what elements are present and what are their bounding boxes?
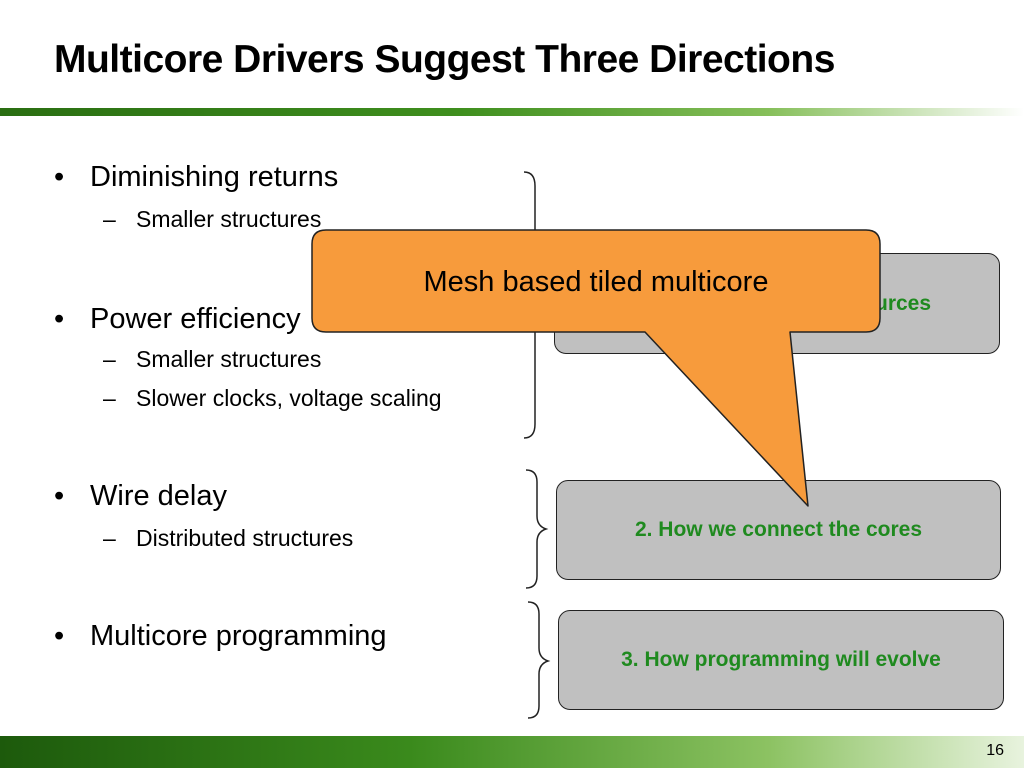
sub-bullet-text: Distributed structures	[136, 525, 354, 551]
direction-box-2-label: 2. How we connect the cores	[634, 518, 923, 541]
bullet-marker: •	[54, 161, 65, 193]
slide-title: Multicore Drivers Suggest Three Directio…	[54, 38, 835, 81]
bullet-marker: •	[54, 480, 65, 512]
bullet-text: Multicore programming	[90, 620, 387, 652]
sub-bullet-text: Slower clocks, voltage scaling	[136, 385, 442, 411]
sub-bullet-smaller-structures: – Smaller structures	[103, 206, 322, 233]
bullet-marker: •	[54, 620, 65, 652]
sub-bullet-distributed-structures: – Distributed structures	[103, 525, 354, 552]
callout-bubble	[311, 229, 881, 507]
sub-bullet-marker: –	[103, 385, 116, 411]
direction-box-1-label: urces	[875, 292, 932, 315]
footer-bar	[0, 736, 1024, 768]
sub-bullet-smaller-structures-2: – Smaller structures	[103, 346, 322, 373]
brace-middle	[525, 469, 549, 589]
sub-bullet-marker: –	[103, 525, 116, 551]
sub-bullet-text: Smaller structures	[136, 206, 322, 232]
direction-box-3: 3. How programming will evolve	[558, 610, 1004, 710]
sub-bullet-slower-clocks: – Slower clocks, voltage scaling	[103, 385, 442, 412]
sub-bullet-marker: –	[103, 346, 116, 372]
bullet-wire-delay: • Wire delay	[54, 480, 227, 513]
brace-bottom	[527, 601, 551, 719]
bullet-multicore-programming: • Multicore programming	[54, 620, 387, 653]
bullet-text: Power efficiency	[90, 303, 301, 335]
bullet-power-efficiency: • Power efficiency	[54, 303, 301, 336]
direction-box-3-label: 3. How programming will evolve	[621, 648, 941, 671]
bullet-marker: •	[54, 303, 65, 335]
sub-bullet-text: Smaller structures	[136, 346, 322, 372]
bullet-text: Wire delay	[90, 480, 227, 512]
sub-bullet-marker: –	[103, 206, 116, 232]
title-underline-bar	[0, 108, 1024, 116]
direction-box-2: 2. How we connect the cores	[556, 480, 1001, 580]
page-number: 16	[986, 742, 1004, 759]
callout-text: Mesh based tiled multicore	[423, 266, 769, 298]
bullet-text: Diminishing returns	[90, 161, 339, 193]
bullet-diminishing-returns: • Diminishing returns	[54, 161, 339, 194]
